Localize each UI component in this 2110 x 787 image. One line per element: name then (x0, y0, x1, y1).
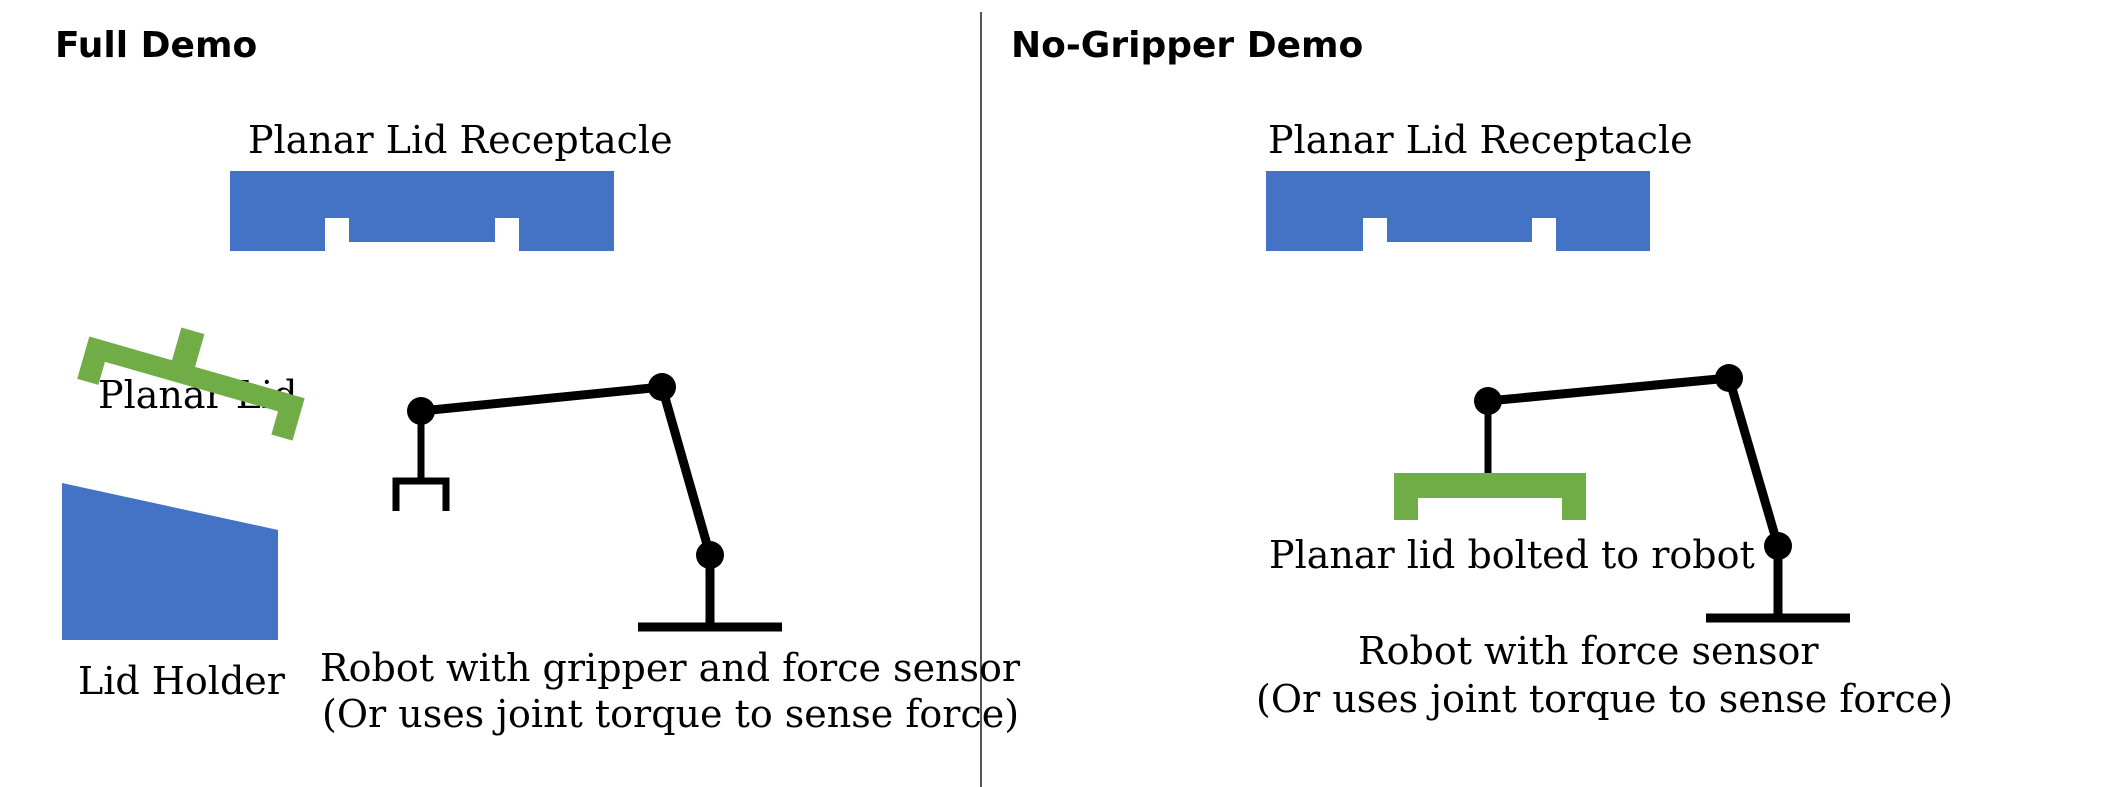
left-receptacle (230, 171, 614, 251)
right-receptacle (1266, 171, 1650, 251)
left-robot-label-line2: (Or uses joint torque to sense force) (322, 692, 1019, 736)
gripper (392, 477, 450, 511)
robot-with-gripper (392, 373, 782, 632)
planar-lid (77, 327, 305, 441)
right-robot-label-line2: (Or uses joint torque to sense force) (1256, 677, 1953, 721)
bolted-planar-lid (1394, 473, 1586, 520)
bolted-lid-label: Planar lid bolted to robot (1269, 533, 1755, 577)
left-receptacle-label: Planar Lid Receptacle (248, 118, 673, 162)
lid-holder-label: Lid Holder (78, 659, 286, 703)
right-robot-label-line1: Robot with force sensor (1358, 629, 1819, 673)
no-gripper-demo-heading: No-Gripper Demo (1011, 25, 1363, 66)
right-receptacle-label: Planar Lid Receptacle (1268, 118, 1693, 162)
lid-holder (62, 483, 278, 640)
left-robot-label-line1: Robot with gripper and force sensor (320, 646, 1021, 690)
full-demo-heading: Full Demo (55, 25, 257, 66)
robot-with-force-sensor (1474, 364, 1850, 623)
